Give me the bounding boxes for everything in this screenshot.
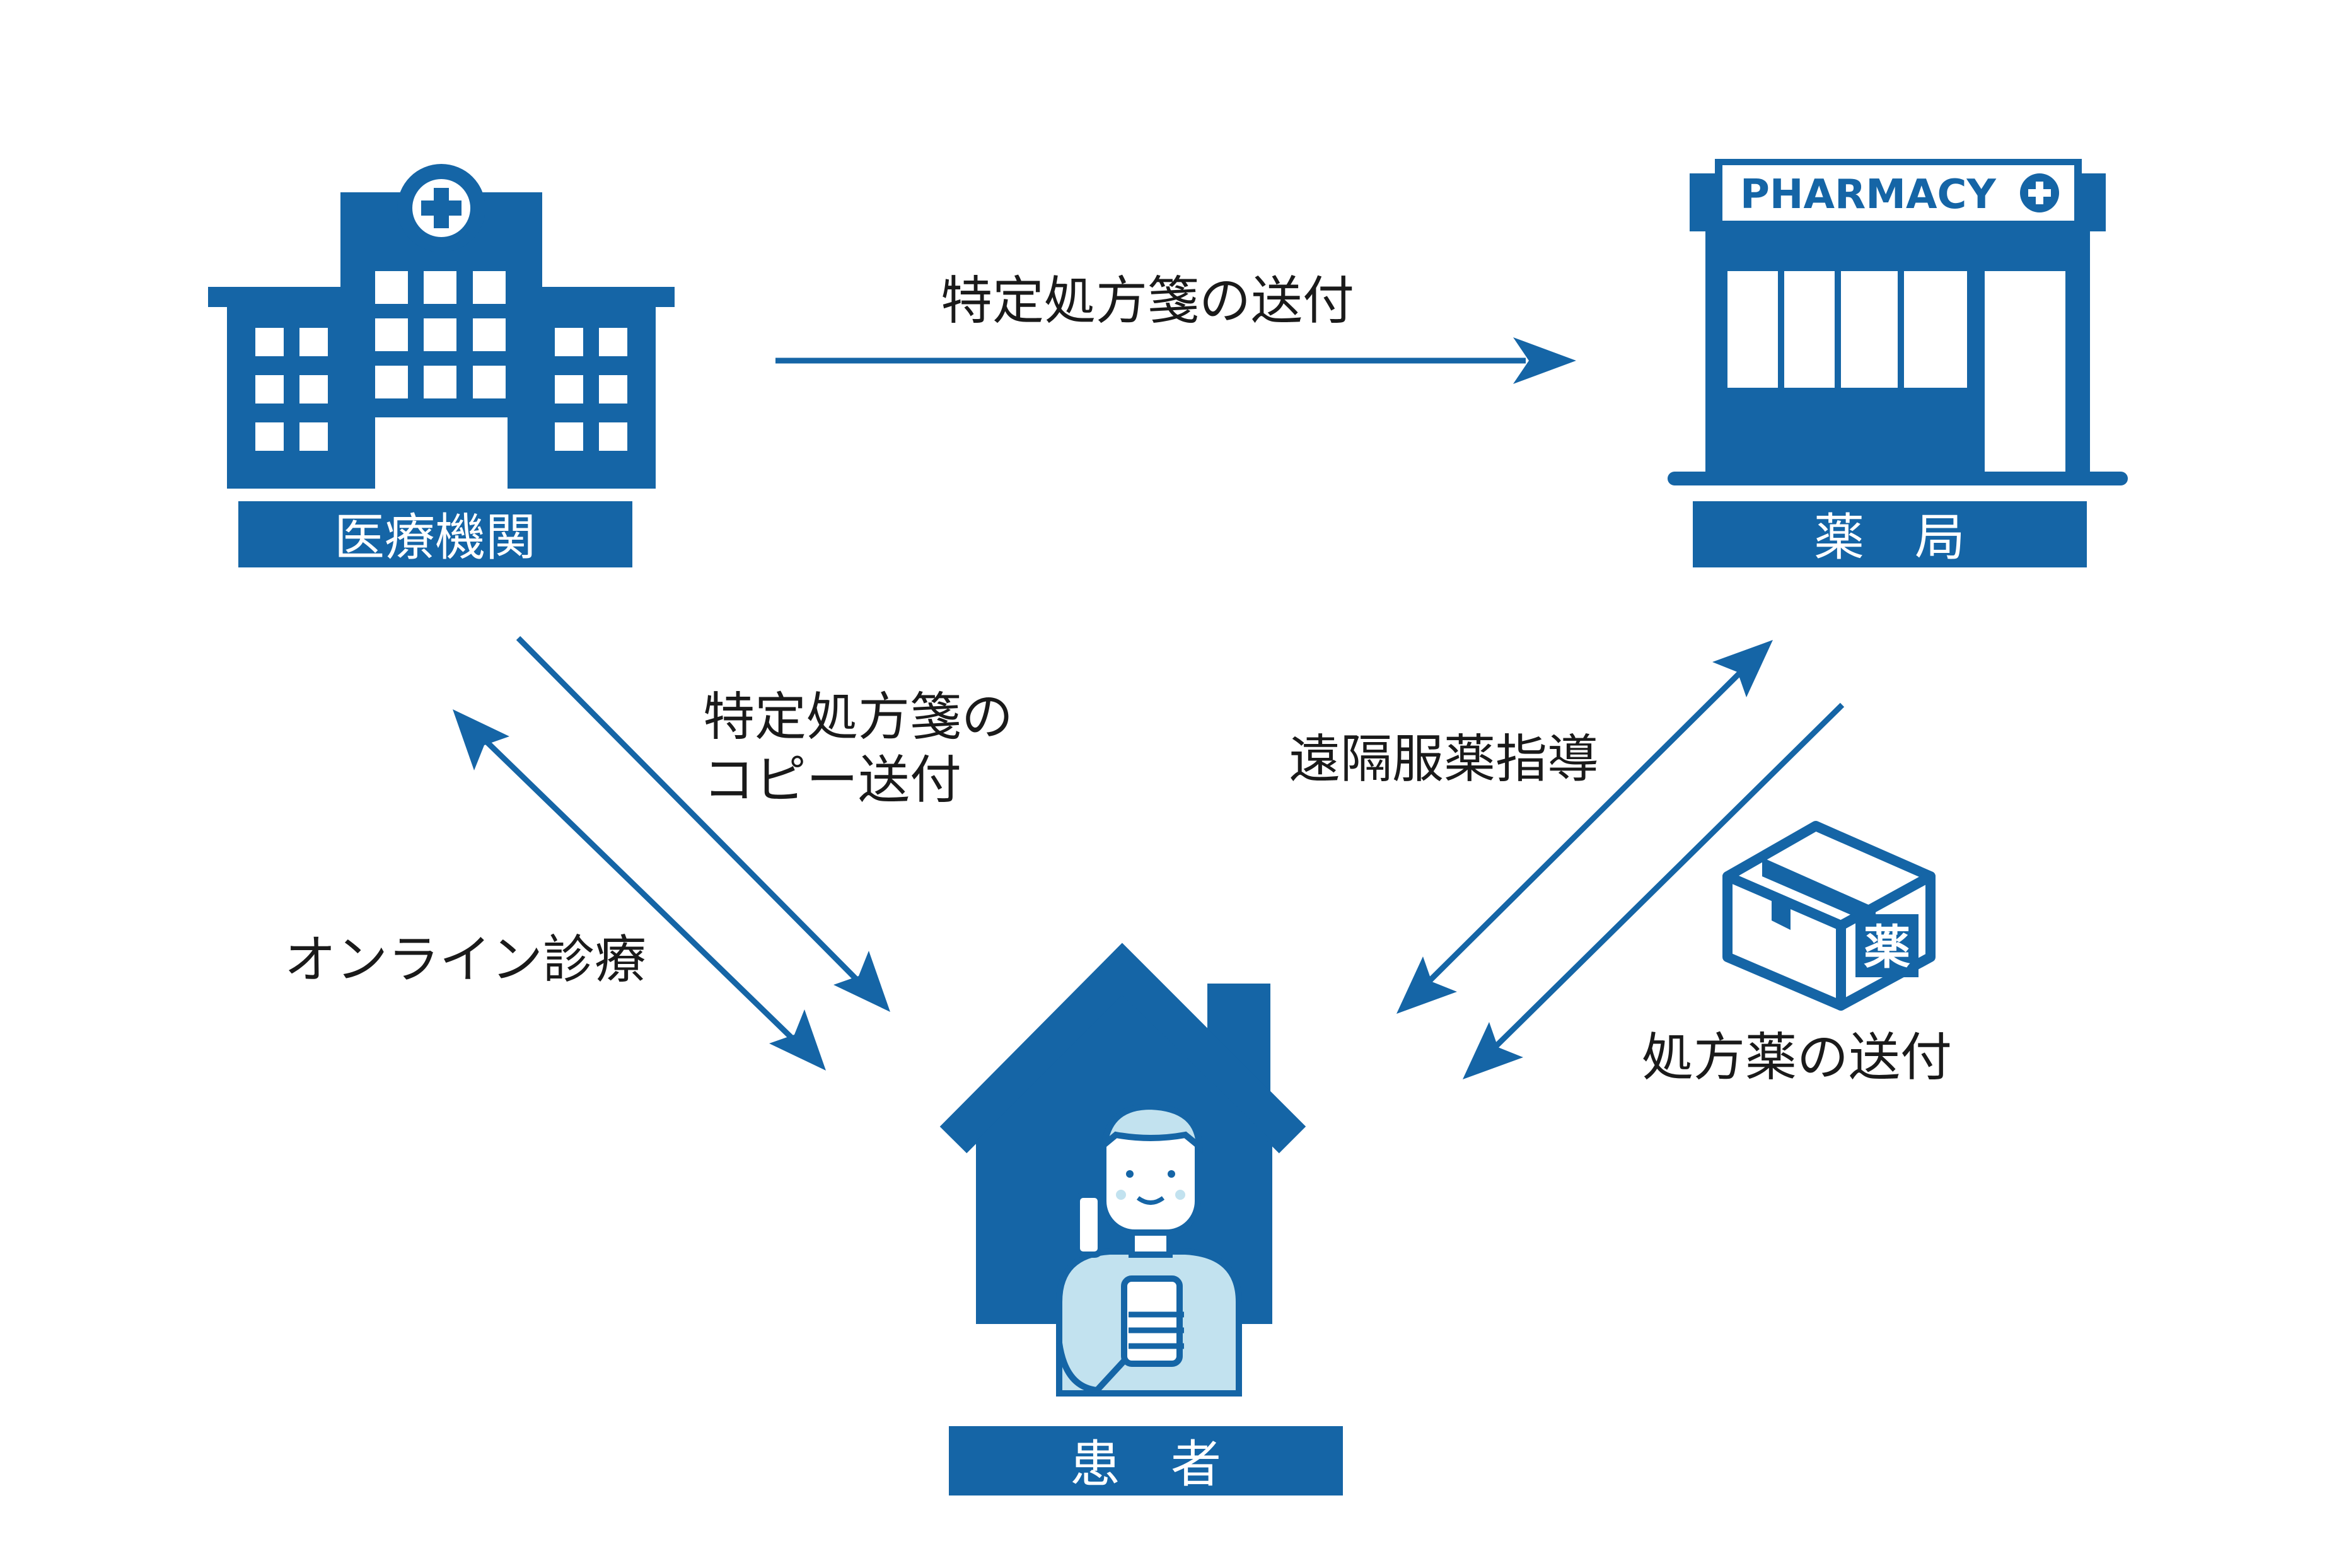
pharmacy-sign-text: PHARMACY <box>1740 171 1996 218</box>
medicine-box-icon <box>1722 821 1936 1011</box>
hospital-label: 医療機関 <box>334 508 536 567</box>
prescription-send-label: 特定処方箋の送付 <box>941 271 1354 331</box>
hospital-label-box: 医療機関 <box>238 501 632 567</box>
plus-icon <box>2020 173 2059 212</box>
prescription-copy-label-line2: コピー送付 <box>703 750 961 810</box>
remote-guidance-label: 遠隔服薬指導 <box>1289 729 1599 789</box>
medicine-send-label: 処方薬の送付 <box>1642 1028 1952 1088</box>
prescription-copy-label-line1: 特定処方箋の <box>703 687 1013 747</box>
arrow-prescription-copy <box>516 636 890 1012</box>
patient-label: 患 者 <box>1070 1435 1221 1494</box>
pharmacy-icon: PHARMACY <box>1668 159 2128 485</box>
pharmacy-label: 薬 局 <box>1814 508 1965 567</box>
arrow-online-consult <box>453 709 826 1071</box>
online-consult-label: オンライン診療 <box>284 930 646 990</box>
medicine-box-label: 薬 <box>1864 920 1910 975</box>
hospital-icon <box>208 164 675 489</box>
smartphone-icon <box>1121 1275 1184 1367</box>
arrow-hospital-to-pharmacy <box>775 337 1576 384</box>
arrow-medicine-send <box>1463 702 1845 1079</box>
patient-label-box: 患 者 <box>949 1426 1343 1495</box>
pharmacy-label-box: 薬 局 <box>1693 501 2087 567</box>
arrow-remote-guidance <box>1396 640 1773 1014</box>
